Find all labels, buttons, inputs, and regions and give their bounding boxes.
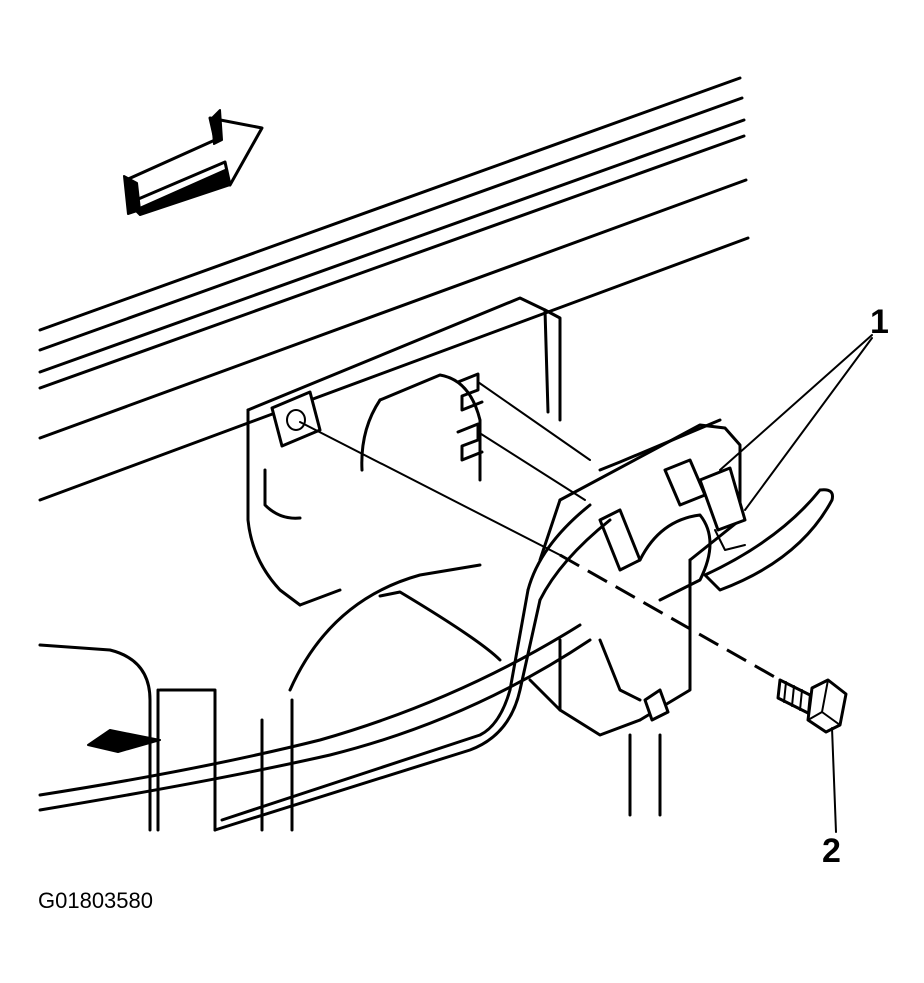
callout-1-leaders [719, 334, 873, 511]
mounting-bracket [246, 296, 562, 607]
callout-2-label: 2 [822, 832, 841, 870]
leader-lines [299, 381, 781, 682]
door-inner-panel [38, 563, 662, 832]
figure-code: G01803580 [38, 888, 153, 913]
actuator-rods [38, 503, 612, 832]
callout-1-label: 1 [870, 303, 889, 341]
body-panel-rails [38, 76, 750, 502]
front-direction-arrow-icon [123, 109, 264, 216]
callout-2-leader [831, 727, 837, 833]
bolt-icon [776, 678, 848, 734]
latch-assembly [528, 418, 834, 737]
